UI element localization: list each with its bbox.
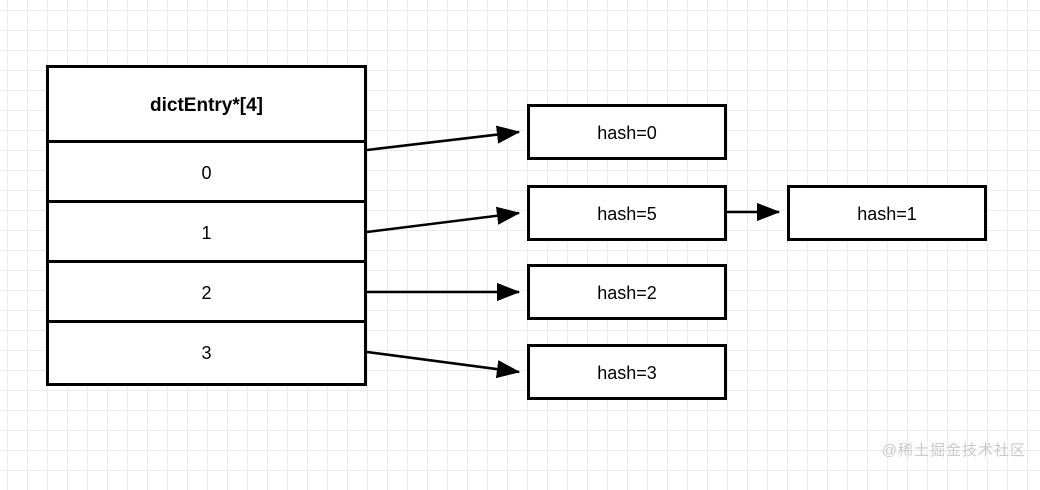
bucket-array-table: dictEntry*[4] 0 1 2 3 [46, 65, 367, 386]
bucket-array-header: dictEntry*[4] [49, 68, 364, 143]
bucket-slot-0[interactable]: 0 [49, 143, 364, 203]
bucket-slot-3[interactable]: 3 [201, 343, 212, 363]
bucket-slot-2[interactable]: 2 [49, 263, 364, 323]
entry-node-hash0[interactable]: hash=0 [527, 104, 727, 160]
edge-bucket0-to-hash0 [366, 125, 521, 152]
bucket-slot-1[interactable]: 1 [49, 203, 364, 263]
entry-node-hash5[interactable]: hash=5 [527, 185, 727, 241]
entry-node-hash1[interactable]: hash=1 [787, 185, 987, 241]
entry-node-hash3[interactable]: hash=3 [527, 344, 727, 400]
edge-bucket3-to-hash3 [366, 350, 521, 379]
entry-node-hash2[interactable]: hash=2 [527, 264, 727, 320]
edge-bucket1-to-hash5 [366, 206, 521, 234]
watermark-text: @稀土掘金技术社区 [881, 442, 1026, 459]
